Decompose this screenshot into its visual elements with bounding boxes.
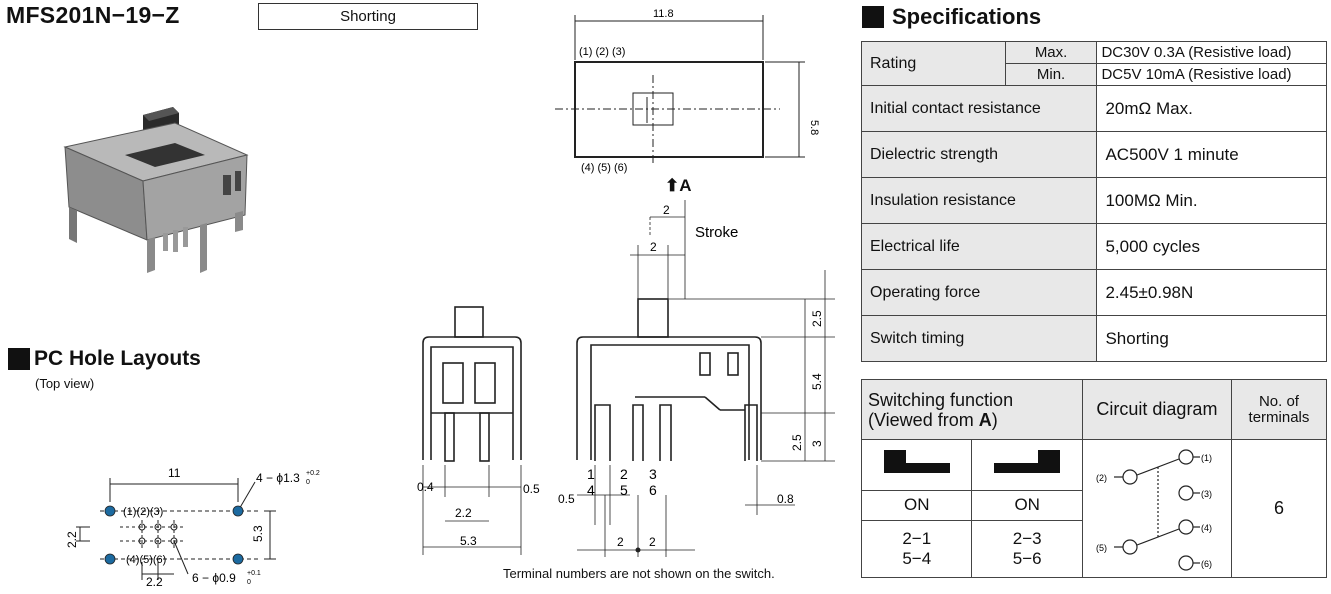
specifications-heading: Specifications <box>862 4 1041 30</box>
model-title: MFS201N−19−Z <box>6 2 180 28</box>
circuit-term-4: (4) <box>1201 523 1212 533</box>
terminal-count: 6 <box>1230 439 1328 578</box>
type-badge: Shorting <box>258 3 478 30</box>
spec-value: Shorting <box>1096 315 1327 362</box>
pc-dim-hole-large-tol-top: +0.2 <box>306 470 320 477</box>
dim-0-5-side: 0.5 <box>523 482 540 496</box>
spec-label: Electrical life <box>860 223 1098 270</box>
pc-dim-2-2-horizontal: 2.2 <box>146 575 163 589</box>
rating-min-value: DC5V 10mA (Resistive load) <box>1096 63 1327 86</box>
spec-value: AC500V 1 minute <box>1096 131 1327 178</box>
rating-label: Rating <box>861 41 1006 86</box>
dim-0-8: 0.8 <box>777 492 794 506</box>
pc-dim-11: 11 <box>168 466 181 480</box>
spec-label: Operating force <box>860 269 1098 316</box>
spec-row: Electrical life 5,000 cycles <box>860 223 1327 270</box>
switching-function-line2: (Viewed from A) <box>868 409 998 430</box>
product-illustration <box>63 107 249 273</box>
dim-2-2: 2.2 <box>455 506 472 520</box>
pc-dim-2-2-vertical: 2.2 <box>65 531 79 548</box>
dim-0-4: 0.4 <box>417 480 434 494</box>
square-bullet-icon <box>862 6 884 28</box>
specifications-table: Rating Max. DC30V 0.3A (Resistive load) … <box>860 41 1327 362</box>
spec-row: Dielectric strength AC500V 1 minute <box>860 131 1327 178</box>
view-a-label: A <box>679 176 692 195</box>
spec-value: 2.45±0.98N <box>1096 269 1327 316</box>
spec-label: Dielectric strength <box>860 131 1098 178</box>
stroke-label: Stroke <box>695 224 738 241</box>
dim-top-width: 11.8 <box>653 8 674 20</box>
dim-2-5-bottom: 2.5 <box>790 434 804 451</box>
pin-label-2: 2 <box>620 466 628 482</box>
switching-table: Switching function (Viewed from A) Circu… <box>860 379 1328 578</box>
pc-hole-drawing: 11 4 − ϕ1.3 +0.2 0 (1)(2)(3) (4)(5)(6) 2… <box>65 466 320 589</box>
rating-max-label: Max. <box>1004 41 1098 64</box>
up-arrow-icon: ⬆ <box>665 176 680 195</box>
rating-min-label: Min. <box>1004 63 1098 86</box>
square-bullet-icon <box>8 348 30 370</box>
spec-value: 100MΩ Min. <box>1096 177 1327 224</box>
specifications-title: Specifications <box>892 4 1042 29</box>
pc-hole-title: PC Hole Layouts <box>34 347 201 370</box>
dim-knob-width: 2 <box>650 240 657 254</box>
state-left: ON <box>860 489 973 522</box>
pc-dim-hole-small-tol-top: +0.1 <box>247 570 261 577</box>
pc-dim-hole-small-tol-bot: 0 <box>247 579 251 586</box>
dim-2-5-top: 2.5 <box>810 310 824 327</box>
switching-function-line1: Switching function <box>868 389 1014 410</box>
dim-0-5-front: 0.5 <box>558 492 575 506</box>
connections-left: 2−1 5−4 <box>860 520 973 578</box>
dim-2-left: 2 <box>617 535 624 549</box>
dim-5-3: 5.3 <box>460 534 477 548</box>
pc-dim-hole-large-tol-bot: 0 <box>306 479 310 486</box>
pc-hole-subtitle: (Top view) <box>35 376 95 391</box>
spec-value: 5,000 cycles <box>1096 223 1327 270</box>
dim-stroke-value: 2 <box>663 203 670 217</box>
circuit-term-3: (3) <box>1201 489 1212 499</box>
dim-top-height: 5.8 <box>808 120 820 135</box>
circuit-term-6: (6) <box>1201 559 1212 569</box>
circuit-diagram-header: Circuit diagram <box>1081 379 1232 440</box>
pc-hole-heading: PC Hole Layouts <box>8 347 201 371</box>
spec-label: Insulation resistance <box>860 177 1098 224</box>
switching-function-header: Switching function (Viewed from A) <box>861 379 1083 440</box>
spec-label: Switch timing <box>860 315 1098 362</box>
dim-5-4: 5.4 <box>810 373 824 390</box>
top-view-drawing: 11.8 5.8 (1) (2) (3) (4) (5) (6) <box>555 8 820 174</box>
pin-label-3: 3 <box>649 466 657 482</box>
top-terms-upper: (1) (2) (3) <box>579 46 625 58</box>
spec-value: 20mΩ Max. <box>1096 85 1327 132</box>
circuit-term-2: (2) <box>1096 473 1107 483</box>
spec-label: Initial contact resistance <box>860 85 1098 132</box>
pin-label-1: 1 <box>587 466 595 482</box>
state-right: ON <box>971 489 1083 522</box>
circuit-diagram: (1) (2) (3) (4) (5) (6) <box>1081 439 1232 578</box>
spec-row: Switch timing Shorting <box>860 315 1327 362</box>
circuit-term-5: (5) <box>1096 543 1107 553</box>
dim-3: 3 <box>810 440 824 447</box>
pc-terms-bottom: (4)(5)(6) <box>126 554 166 566</box>
view-a-marker: ⬆A <box>665 176 692 196</box>
spec-row: Operating force 2.45±0.98N <box>860 269 1327 316</box>
connections-right: 2−3 5−6 <box>971 520 1083 578</box>
terminal-note: Terminal numbers are not shown on the sw… <box>503 566 775 581</box>
spec-row: Insulation resistance 100MΩ Min. <box>860 177 1327 224</box>
pin-label-5: 5 <box>620 482 628 498</box>
pc-terms-top: (1)(2)(3) <box>123 506 163 518</box>
pc-dim-hole-small: 6 − ϕ0.9 <box>192 571 236 585</box>
spec-row: Initial contact resistance 20mΩ Max. <box>860 85 1327 132</box>
dim-2-right: 2 <box>649 535 656 549</box>
terminals-header: No. of terminals <box>1230 379 1328 440</box>
slider-right-icon <box>971 439 1083 491</box>
slider-left-icon <box>860 439 973 491</box>
side-front-view-drawing: 2 Stroke 2 2.5 5.4 2.5 3 0.4 2.2 5.3 0.5… <box>417 200 835 557</box>
pc-dim-5-3: 5.3 <box>251 525 265 542</box>
top-terms-lower: (4) (5) (6) <box>581 162 627 174</box>
pin-label-4: 4 <box>587 482 595 498</box>
pc-dim-hole-large: 4 − ϕ1.3 <box>256 471 300 485</box>
rating-max-value: DC30V 0.3A (Resistive load) <box>1096 41 1327 64</box>
pin-label-6: 6 <box>649 482 657 498</box>
circuit-term-1: (1) <box>1201 453 1212 463</box>
